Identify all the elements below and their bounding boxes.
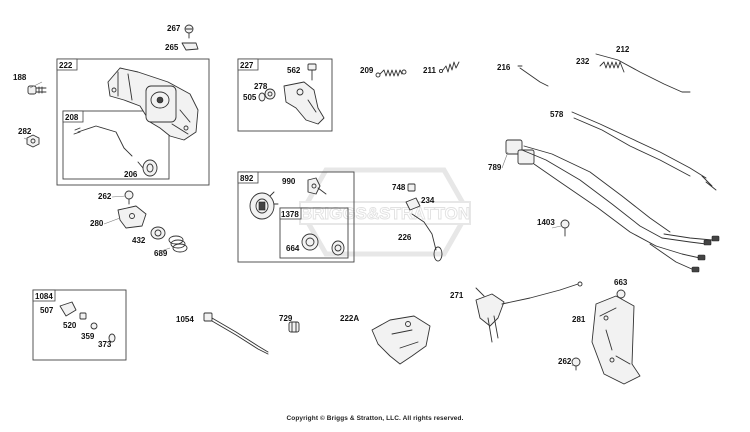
bracket-icon [371,315,431,365]
throttle-control-icon [475,281,583,343]
throttle-lever-icon [283,81,325,125]
part-label-359: 359 [81,332,95,341]
link-rod-icon [77,125,133,157]
part-label-188: 188 [13,73,27,82]
part-label-211: 211 [423,66,436,75]
part-label-520: 520 [63,321,77,330]
part-label-578: 578 [550,110,564,119]
screw-icon [571,357,581,371]
part-label-226: 226 [398,233,412,242]
part-label-209: 209 [360,66,374,75]
screw-icon [184,24,194,39]
watermark-logo: BRIGGS&STRATTON [299,167,471,257]
part-label-267: 267 [167,24,181,33]
part-label-729: 729 [279,314,293,323]
bushing-icon [137,159,158,177]
part-label-206: 206 [124,170,138,179]
part-label-432: 432 [132,236,146,245]
clip-icon [405,197,421,211]
part-label-271: 271 [450,291,464,300]
part-label-281: 281 [572,315,586,324]
copyright-notice: Copyright © Briggs & Stratton, LLC. All … [286,415,464,422]
washer-icon [90,322,98,330]
part-label-222A: 222A [340,314,359,323]
cable-tie-icon [203,312,269,355]
mounting-bracket-icon [591,295,641,385]
part-label-262-lower: 262 [558,357,572,366]
watermark-text: BRIGGS&STRATTON [300,204,470,223]
part-label-505: 505 [243,93,257,102]
screw-icon [27,85,47,95]
ignition-switch-icon [249,191,279,220]
group-box-227 [237,58,333,132]
nut-icon [301,233,319,251]
part-label-1054: 1054 [176,315,194,324]
part-label-373: 373 [98,340,112,349]
part-label-216: 216 [497,63,511,72]
leader-lines [23,81,574,367]
spring-icon [438,61,460,74]
washer-icon [150,226,166,240]
group-box-1084 [32,289,127,361]
key-icon [307,177,327,195]
screw-icon [307,63,317,81]
washer-icon [331,240,345,256]
part-label-262-upper: 262 [98,192,112,201]
part-label-990: 990 [282,177,296,186]
group-box-892 [237,171,355,263]
spring-icon [599,61,625,73]
part-label-748: 748 [392,183,406,192]
screw-icon [79,312,87,320]
group-label-208: 208 [65,113,79,122]
rod-icon [595,53,691,93]
nut-icon [258,92,266,102]
choke-rod-icon [411,213,443,262]
group-box-222 [56,58,210,186]
group-box-208 [62,110,170,180]
part-label-562: 562 [287,66,301,75]
wiring-harness-icon [505,139,720,273]
part-label-278: 278 [254,82,268,91]
bracket-icon [117,205,147,229]
cable-icon [571,111,707,179]
part-label-664: 664 [286,244,300,253]
screw-icon [124,190,134,205]
group-label-1378: 1378 [281,210,299,219]
part-label-689: 689 [154,249,168,258]
nut-icon [108,333,116,343]
group-label-222: 222 [59,61,73,70]
rod-icon [519,67,549,87]
part-label-232: 232 [576,57,590,66]
washer-icon [264,88,276,100]
part-label-212: 212 [616,45,630,54]
nut-icon [26,134,40,148]
group-label-1084: 1084 [35,292,53,301]
connector-icon [288,321,300,333]
screw-icon [560,219,570,237]
part-label-280: 280 [90,219,104,228]
spring-icon [168,235,188,253]
part-label-265: 265 [165,43,179,52]
screw-icon [407,183,416,192]
group-box-1378 [279,207,349,259]
part-label-507: 507 [40,306,54,315]
spring-icon [375,69,407,78]
part-label-789: 789 [488,163,502,172]
part-label-663: 663 [614,278,628,287]
part-label-282: 282 [18,127,32,136]
group-label-892: 892 [240,174,254,183]
governor-bracket-icon [107,67,199,141]
part-label-1403: 1403 [537,218,555,227]
clip-icon [59,301,77,317]
group-label-227: 227 [240,61,254,70]
clip-icon [181,42,199,51]
part-label-234: 234 [421,196,435,205]
